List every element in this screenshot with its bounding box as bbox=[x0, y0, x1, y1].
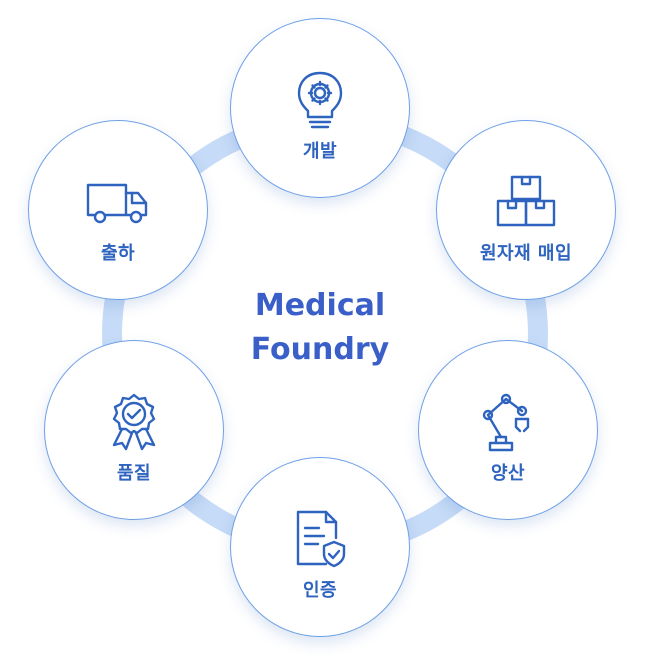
step-label-raw-material-purchase: 원자재 매입 bbox=[479, 243, 573, 264]
step-quality: 품질 bbox=[44, 340, 224, 520]
lightbulb-gear-icon bbox=[297, 71, 343, 129]
step-label-quality: 품질 bbox=[116, 463, 152, 484]
step-label-certification: 인증 bbox=[302, 580, 338, 601]
step-shipment: 출하 bbox=[28, 120, 208, 300]
step-development: 개발 bbox=[230, 18, 410, 198]
robot-arm-icon bbox=[482, 393, 530, 452]
step-label-mass-production: 양산 bbox=[490, 463, 526, 484]
step-certification: 인증 bbox=[230, 457, 410, 637]
step-label-shipment: 출하 bbox=[100, 243, 136, 264]
award-badge-icon bbox=[112, 393, 156, 451]
step-mass-production: 양산 bbox=[418, 340, 598, 520]
delivery-truck-icon bbox=[86, 183, 148, 224]
center-title-line-1: Medical bbox=[254, 288, 386, 323]
center-title-line-2: Foundry bbox=[250, 332, 390, 367]
step-raw-material-purchase: 원자재 매입 bbox=[436, 120, 616, 300]
document-shield-icon bbox=[296, 510, 346, 568]
step-label-development: 개발 bbox=[302, 141, 338, 162]
boxes-icon bbox=[496, 175, 556, 227]
